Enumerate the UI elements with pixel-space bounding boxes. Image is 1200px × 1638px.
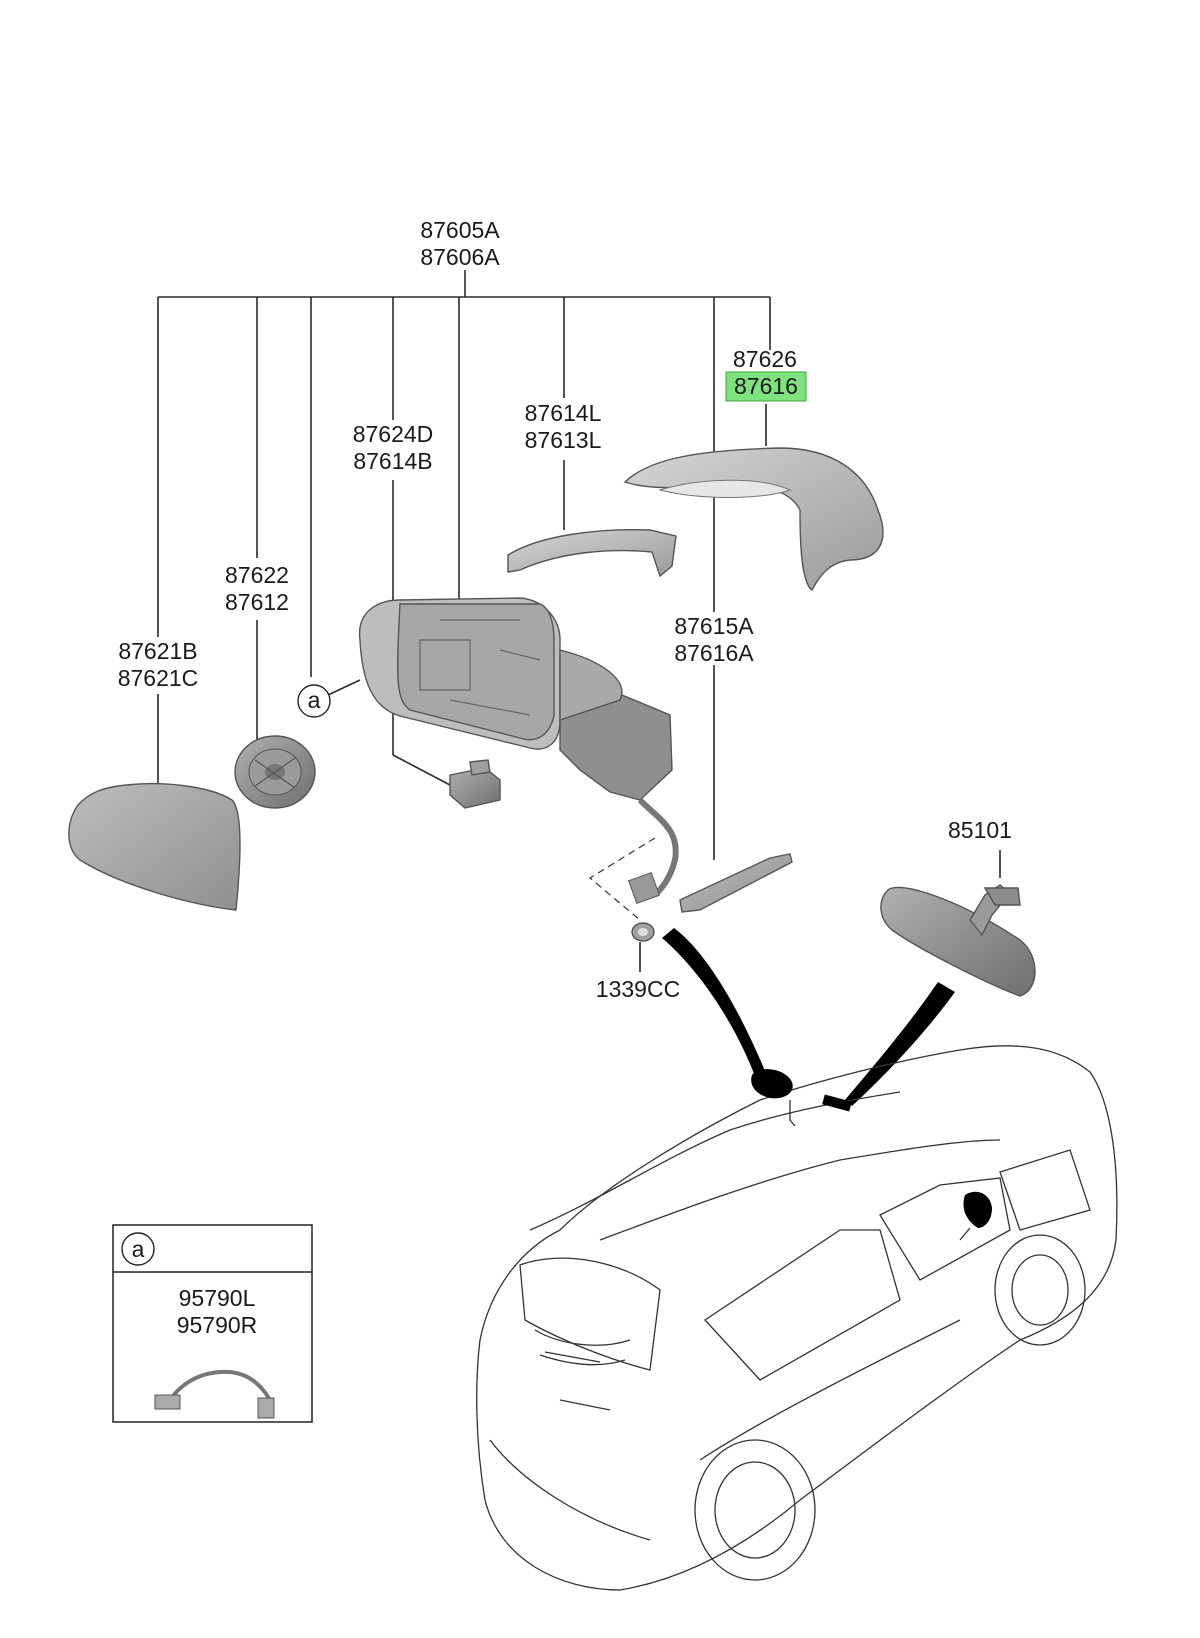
vehicle-outline — [476, 1045, 1118, 1591]
label-mirror-glass-1: 87621B — [118, 638, 197, 664]
lamp-cover-part — [507, 529, 677, 578]
leader-lines — [157, 270, 1001, 972]
pointer-wedge-2 — [845, 982, 955, 1106]
detail-code-2: 95790R — [177, 1312, 258, 1338]
inside-mirror-part — [880, 884, 1036, 997]
wire-harness-part — [588, 797, 679, 921]
label-lamp-module-2: 87614B — [353, 448, 432, 474]
highlight-box[interactable] — [725, 371, 807, 402]
mirror-glass-part — [68, 782, 241, 911]
mirror-housing-part — [358, 597, 673, 801]
lamp-module-part — [449, 759, 501, 809]
label-lamp-cover-2: 87613L — [525, 427, 602, 453]
label-main-assembly-2: 87606A — [420, 244, 500, 270]
label-lamp-cover-1: 87614L — [525, 400, 602, 426]
nut-part — [631, 922, 655, 942]
label-cover-top-2: 87616 — [734, 373, 798, 399]
callout-circle-a — [297, 684, 331, 718]
pointer-wedge-1 — [662, 928, 772, 1090]
label-actuator-2: 87612 — [225, 589, 289, 615]
side-repeater-part — [679, 853, 793, 913]
part-labels: 87605A 87606A 87626 87616 87614L 87613L … — [118, 217, 1012, 1002]
label-nut: 1339CC — [596, 976, 680, 1002]
callout-letter-a: a — [308, 687, 321, 713]
detail-code-1: 95790L — [179, 1285, 256, 1311]
label-side-repeater-2: 87616A — [674, 640, 754, 666]
label-lamp-module-1: 87624D — [353, 421, 434, 447]
label-side-repeater-1: 87615A — [674, 613, 754, 639]
cover-top-part — [623, 447, 884, 592]
actuator-part — [234, 735, 316, 809]
label-actuator-1: 87622 — [225, 562, 289, 588]
label-main-assembly-1: 87605A — [420, 217, 500, 243]
detail-box-letter: a — [132, 1236, 145, 1262]
detail-box-a: a 95790L 95790R — [112, 1224, 313, 1423]
label-mirror-glass-2: 87621C — [118, 665, 199, 691]
label-cover-top-1: 87626 — [733, 346, 797, 372]
label-inside-mirror: 85101 — [948, 817, 1012, 843]
